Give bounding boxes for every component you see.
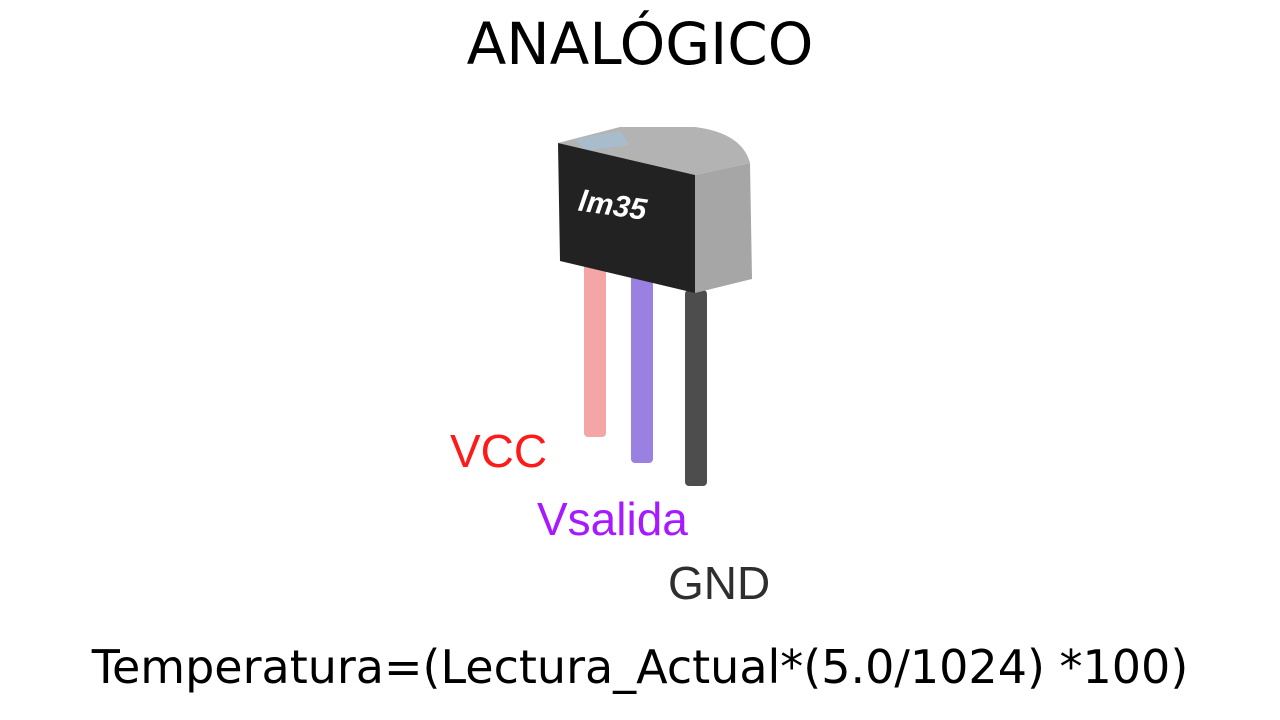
pin-label-vcc: VCC xyxy=(450,425,548,477)
pin-label-gnd: GND xyxy=(668,557,771,609)
vcc-pin-leg xyxy=(584,255,606,437)
sensor-side-surface xyxy=(695,163,752,293)
temperature-formula: Temperatura=(Lectura_Actual*(5.0/1024) *… xyxy=(91,640,1189,694)
gnd-pin-leg xyxy=(685,290,707,486)
slide-title: ANALÓGICO xyxy=(466,10,814,78)
sensor-top-highlight xyxy=(575,131,630,151)
lm35-sensor-icon: lm35 xyxy=(558,127,752,486)
vsalida-pin-leg xyxy=(631,275,653,463)
sensor-front-face xyxy=(558,143,695,293)
pin-label-vsalida: Vsalida xyxy=(537,493,688,545)
